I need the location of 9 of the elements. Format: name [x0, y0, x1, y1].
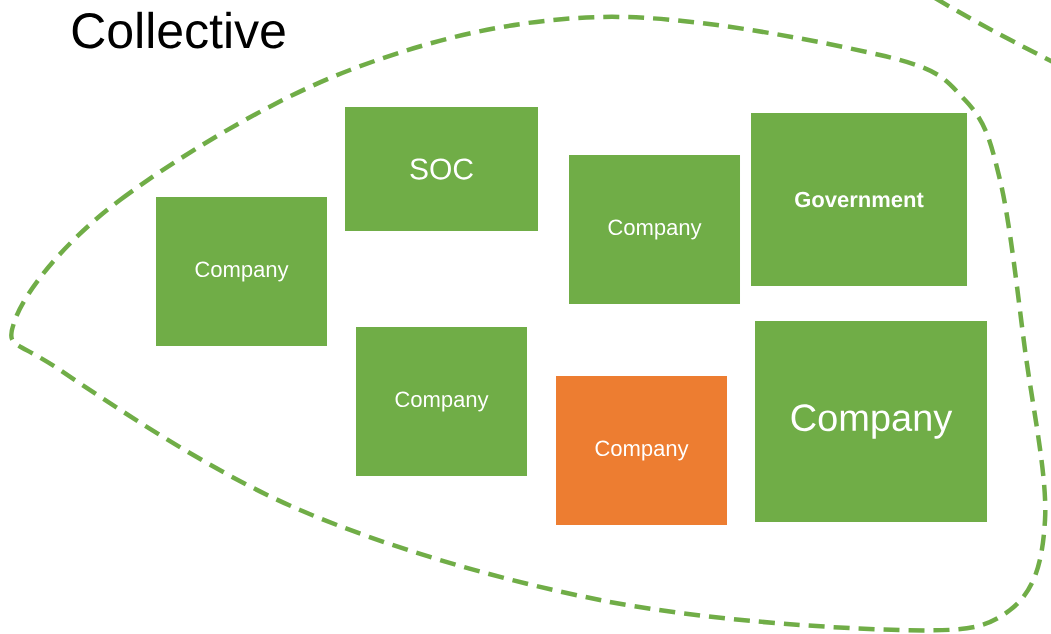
- title: Collective: [72, 11, 285, 49]
- company-box: Company: [556, 376, 727, 525]
- company-box: Company: [755, 321, 987, 522]
- company-box: Company: [569, 155, 740, 304]
- company-box: SOC: [345, 107, 538, 231]
- company-box: Company: [156, 197, 327, 346]
- company-box: Government: [751, 113, 967, 286]
- dashed-outline: [933, 0, 1051, 64]
- company-box: Company: [356, 327, 527, 476]
